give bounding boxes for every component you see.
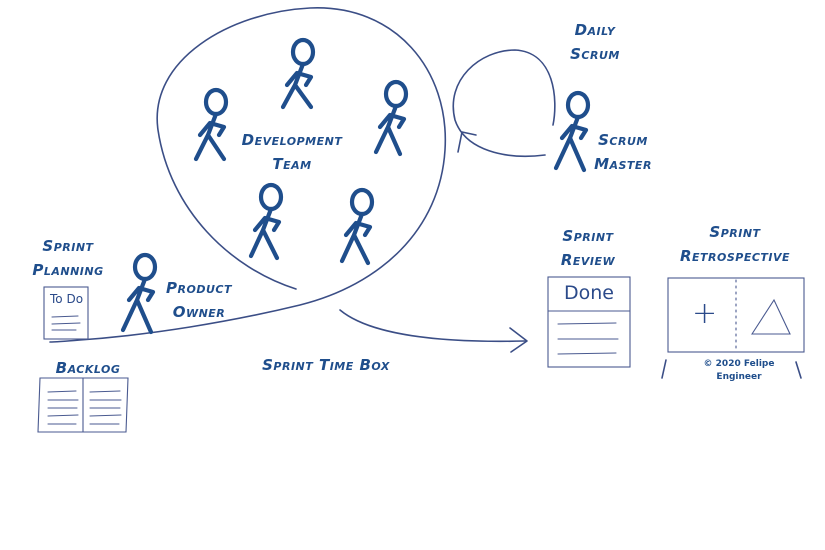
sprint-planning-line-1: Sprint	[20, 234, 116, 258]
sprint-retrospective-label: Sprint Retrospective	[660, 220, 810, 268]
delta-triangle-icon	[752, 300, 790, 334]
stick-figure-icon	[251, 185, 281, 258]
stick-figure-icon	[376, 82, 406, 154]
product-owner-label: Product Owner	[155, 276, 243, 324]
copyright-line-1: © 2020 Felipe	[684, 358, 794, 371]
copyright-line-2: Engineer	[684, 371, 794, 384]
arrow-head-icon	[510, 328, 527, 352]
stick-figure-icon	[123, 255, 155, 332]
sprint-review-line-2: Review	[548, 248, 628, 272]
daily-scrum-line-1: Daily	[555, 18, 635, 42]
scrum-master-line-2: Master	[583, 152, 663, 176]
development-team-label: Development Team	[226, 128, 358, 176]
copyright-note: © 2020 Felipe Engineer	[684, 358, 794, 384]
stick-figure-icon	[196, 90, 226, 159]
backlog-label: Backlog	[40, 356, 136, 380]
done-card-text: Done	[564, 282, 614, 304]
retro-plus-sign: +	[692, 296, 717, 331]
backlog-book-icon	[38, 378, 128, 432]
sprint-planning-line-2: Planning	[20, 258, 116, 282]
stick-figure-icon	[342, 190, 372, 263]
sprint-time-box-label: Sprint Time Box	[240, 353, 412, 377]
daily-scrum-label: Daily Scrum	[555, 18, 635, 66]
sprint-review-label: Sprint Review	[548, 224, 628, 272]
sprint-planning-label: Sprint Planning	[20, 234, 116, 282]
stick-figure-icon	[283, 40, 313, 107]
daily-scrum-arrow-head-icon	[458, 132, 476, 152]
product-owner-line-2: Owner	[155, 300, 243, 324]
sprint-review-line-1: Sprint	[548, 224, 628, 248]
todo-card-text: To Do	[50, 292, 83, 306]
retro-stand-right-icon	[796, 362, 801, 378]
development-team-line-2: Team	[226, 152, 358, 176]
sprint-retrospective-line-1: Sprint	[660, 220, 810, 244]
scrum-master-line-1: Scrum	[583, 128, 663, 152]
sprint-retrospective-line-2: Retrospective	[660, 244, 810, 268]
product-owner-line-1: Product	[155, 276, 243, 300]
daily-scrum-loop-line	[453, 50, 555, 156]
daily-scrum-line-2: Scrum	[555, 42, 635, 66]
time-box-arrow-line	[340, 310, 525, 341]
development-team-line-1: Development	[226, 128, 358, 152]
scrum-master-label: Scrum Master	[583, 128, 663, 176]
retro-stand-left-icon	[662, 360, 666, 378]
